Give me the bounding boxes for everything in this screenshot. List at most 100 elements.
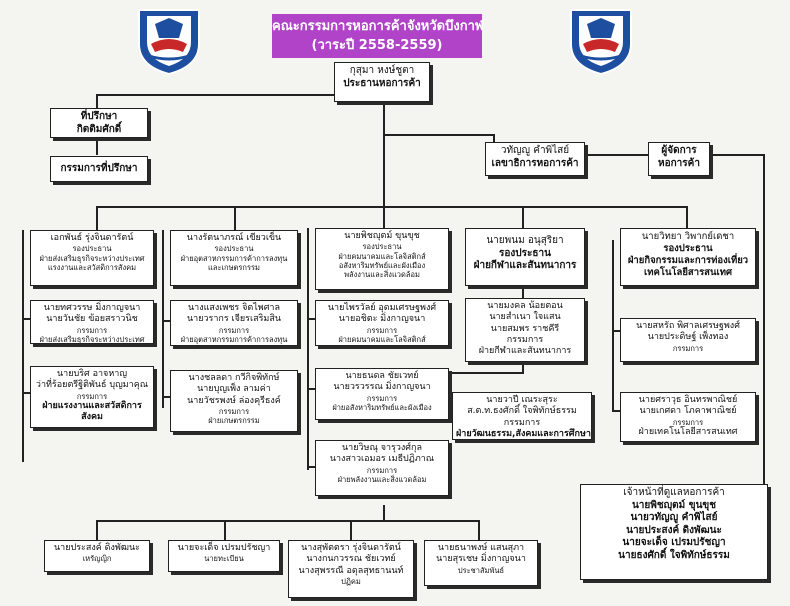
secretary-name: วทัญญู คำพิไสย์: [500, 145, 570, 156]
advisor-committee-label: กรรมการที่ปรึกษา: [60, 163, 138, 174]
vp5-committee-b: นายศราวุธ อินทรพาณิชย์ นายเกศดา โภคาพาณิ…: [620, 392, 756, 442]
vp3-c-dept: ฝ่ายพลังงานและสิ่งแวดล้อม: [337, 474, 427, 484]
vp3-a-member1: นายไพรวัลย์ อุดมเศรษฐพงศ์: [327, 303, 437, 313]
vp2-b-member1: นางชลลดา กวีกิจพิทักษ์: [188, 373, 280, 383]
vp2-a-member1: นางแสงเพชร จิตไพศาล: [188, 303, 280, 313]
president-box: กุสุมา หงษ์ชูตา ประธานหอการค้า: [334, 62, 430, 102]
vp4-a-role: กรรมการ: [506, 334, 544, 345]
vp3-a-member2: นายอชิตะ มิ่งกาญจนา: [338, 314, 426, 325]
vp2-dept2: และเกษตรกรรม: [208, 263, 260, 272]
advisor-committee-box: กรรมการที่ปรึกษา: [50, 156, 148, 182]
vp4-a-member2: นายสำเนา ใจแสน: [489, 312, 561, 323]
vp4-role: รองประธาน: [499, 247, 551, 259]
vp5-b-member1: นายศราวุธ อินทรพาณิชย์: [638, 395, 738, 405]
vp3-c-member2: นางสาวเอมอร เมธีปฏิภาณ: [329, 454, 435, 465]
vp2-box: นางรัตนาภรณ์ เขียวเข็น รองประธาน ฝ่ายอุต…: [170, 230, 298, 286]
vp1-b-role: กรรมการ: [76, 391, 108, 401]
vp1-b-dept2: สังคม: [81, 412, 103, 423]
page-title: คณะกรรมการหอการค้าจังหวัดบึงกาฬ: [272, 19, 484, 34]
vp1-dept1: ฝ่ายส่งเสริมธุรกิจระหว่างประเทศ: [39, 253, 145, 263]
vp4-a-member3: นายสมพร ราชคีรี: [490, 323, 560, 334]
vp3-committee-a: นายไพรวัลย์ อุดมเศรษฐพงศ์ นายอชิตะ มิ่งก…: [315, 300, 449, 346]
vp4-committee-b: นายวาปี เณระสุระ ส.ต.ท.ธงศักดิ์ ใจพิทักษ…: [452, 392, 592, 440]
secretary-role: เลขาธิการหอการค้า: [491, 157, 579, 169]
vp3-committee-c: นายวิษณุ จารุวงศ์กุล นางสาวเอมอร เมธีปฏิ…: [315, 440, 449, 496]
page-subtitle: (วาระปี 2558-2559): [311, 38, 443, 53]
vp2-b-member3: นายวัชรพงษ์ ล่องคุรีธงค์: [187, 395, 281, 406]
staff-member3: นายประสงค์ ดิงพัฒนะ: [626, 524, 722, 536]
vp4-dept: ฝ่ายกีฬาและสันทนาการ: [473, 260, 577, 271]
chart-title-banner: คณะกรรมการหอการค้าจังหวัดบึงกาฬ (วาระปี …: [272, 14, 484, 58]
vp4-b-dept: ฝ่ายวัฒนธรรม,สังคมและการศึกษา: [456, 428, 591, 439]
vp3-c-role: กรรมการ: [366, 465, 398, 475]
vp3-committee-b: นายธนดล ชัยเวทย์ นายวรวรรณ มิ่งกาญจนา กร…: [315, 368, 449, 420]
vp4-box: นายพนม อนุสุริยา รองประธาน ฝ่ายกีฬาและสั…: [465, 228, 585, 286]
vp5-a-role: กรรมการ: [672, 343, 704, 353]
vp3-a-dept: ฝ่ายคมนาคมและโลจิสติกส์: [338, 334, 426, 344]
vp1-box: เอกพันธ์ รุ่งจินดารัตน์ รองประธาน ฝ่ายส่…: [30, 230, 154, 286]
registrar-name: นายจะเด็จ เปรมปรัชญา: [177, 543, 271, 553]
vp5-dept2: เทคโนโลยีสารสนเทศ: [643, 266, 733, 278]
vp1-committee-a: นายทศวรรษ มิ่งกาญจนา นายวันชัย ข้อยสราวน…: [30, 300, 154, 344]
president-name: กุสุมา หงษ์ชูตา: [349, 65, 415, 76]
registrar-box: นายจะเด็จ เปรมปรัชญา นายทะเบียน: [168, 540, 280, 572]
vp3-b-dept: ฝ่ายอสังหาริมทรัพย์และผังเมือง: [332, 402, 432, 412]
honorary-advisor-line1: ที่ปรึกษา: [80, 111, 118, 122]
treasurer-role: เหรัญญิก: [82, 554, 112, 564]
vp4-a-dept: ฝ่ายกีฬาและสันทนาการ: [478, 346, 572, 356]
vp3-b-role: กรรมการ: [366, 393, 398, 403]
vp3-a-role: กรรมการ: [366, 325, 398, 335]
vp3-dept2: อสังหาริมทรัพย์และผังเมือง: [338, 261, 426, 270]
treasurer-box: นายประสงค์ ดิงพัฒนะ เหรัญญิก: [44, 540, 150, 572]
vp4-b-member2: ส.ต.ท.ธงศักดิ์ ใจพิทักษ์ธรรม: [467, 406, 577, 417]
vp5-committee-a: นายสหรัถ พิศาลเศรษฐพงศ์ นายประดิษฐ์ เพ็ง…: [620, 318, 756, 362]
vp3-name: นายพิชญุตม์ ขุนขุช: [344, 231, 420, 241]
vp2-a-member2: นายวรากร เจียรเสริมสิน: [186, 314, 281, 325]
reception-box: นางสุพัตตรา รุ่งจินดารัตน์ นางกนกวรรณ ชั…: [288, 540, 414, 598]
vp1-b-dept1: ฝ่ายแรงงานและสวัสดิการ: [42, 400, 142, 411]
vp4-b-role: กรรมการ: [503, 417, 541, 428]
vp2-name: นางรัตนาภรณ์ เขียวเข็น: [186, 233, 282, 243]
pr-member1: นายธนาพงษ์ แสนสุภา: [437, 543, 525, 553]
vp5-name: นายวิทยา วิพากย์เดชา: [641, 231, 735, 242]
vp2-role: รองประธาน: [214, 244, 254, 254]
vp4-a-member1: นายมงคล น้อยตอน: [487, 301, 563, 311]
staff-member4: นายจะเด็จ เปรมปรัชญา: [622, 537, 726, 548]
vp2-b-dept: ฝ่ายเกษตรกรรม: [208, 416, 260, 426]
manager-box: ผู้จัดการ หอการค้า: [648, 142, 710, 176]
vp1-a-member2: นายวันชัย ข้อยสราวนิช: [46, 314, 138, 325]
vp1-committee-b: นายบริศ อาจหาญ ว่าที่ร้อยตรีฐิติพันธ์ บุ…: [30, 366, 154, 428]
staff-member5: นายธงศักดิ์ ใจพิทักษ์ธรรม: [618, 549, 730, 561]
vp2-committee-b: นางชลลดา กวีกิจพิทักษ์ นายบุญเพ็ง ลามค่า…: [170, 370, 298, 432]
vp3-box: นายพิชญุตม์ ขุนขุช รองประธาน ฝ่ายคมนาคมแ…: [315, 228, 449, 290]
vp2-b-role: กรรมการ: [218, 406, 250, 416]
vp2-committee-a: นางแสงเพชร จิตไพศาล นายวรากร เจียรเสริมส…: [170, 300, 298, 346]
vp1-name: เอกพันธ์ รุ่งจินดารัตน์: [50, 233, 134, 243]
honorary-advisor-line2: กิตติมศักดิ์: [76, 123, 122, 135]
vp3-c-member1: นายวิษณุ จารุวงศ์กุล: [342, 443, 422, 453]
vp3-b-member1: นายธนดล ชัยเวทย์: [345, 371, 419, 381]
vp5-role: รองประธาน: [663, 242, 713, 254]
vp2-a-dept: ฝ่ายอุตสาหกรรมการค้าการลงทุน: [180, 334, 288, 344]
manager-line1: ผู้จัดการ: [661, 145, 697, 156]
reception-member2: นางกนกวรรณ ชัยเวทย์: [306, 554, 396, 565]
vp5-dept1: ฝ่ายกิจกรรมและการท่องเที่ยว: [627, 254, 749, 266]
reception-role: ปฏิคม: [341, 576, 361, 586]
vp3-dept3: พลังงานและสิ่งแวดล้อม: [344, 270, 420, 280]
vp4-name: นายพนม อนุสุริยา: [486, 235, 564, 246]
staff-heading: เจ้าหน้าที่ดูแลหอการค้า: [623, 487, 725, 498]
reception-member1: นางสุพัตตรา รุ่งจินดารัตน์: [301, 543, 401, 553]
pr-member2: นายสุรเชษ มิ่งกาญจนา: [436, 554, 526, 565]
vp2-a-role: กรรมการ: [218, 325, 250, 335]
vp1-b-member2: ว่าที่ร้อยตรีฐิติพันธ์ บุญมาคุณ: [35, 380, 149, 391]
vp5-b-dept: ฝ่ายเทคโนโลยีสารสนเทศ: [638, 426, 738, 437]
vp2-dept1: ฝ่ายอุตสาหกรรมการค้าการลงทุน: [180, 253, 288, 263]
reception-member3: นางสุพรรณี อดุลสุทธานนท์: [298, 565, 404, 576]
vp5-a-member1: นายสหรัถ พิศาลเศรษฐพงศ์: [636, 321, 740, 331]
vp3-dept1: ฝ่ายคมนาคมและโลจิสติกส์: [338, 251, 426, 261]
chamber-logo-left: [138, 9, 200, 76]
registrar-role: นายทะเบียน: [204, 554, 244, 564]
president-role: ประธานหอการค้า: [343, 77, 421, 89]
staff-member2: นายวทัญญู คำพิไสย์: [630, 512, 718, 523]
secretary-box: วทัญญู คำพิไสย์ เลขาธิการหอการค้า: [485, 142, 585, 176]
